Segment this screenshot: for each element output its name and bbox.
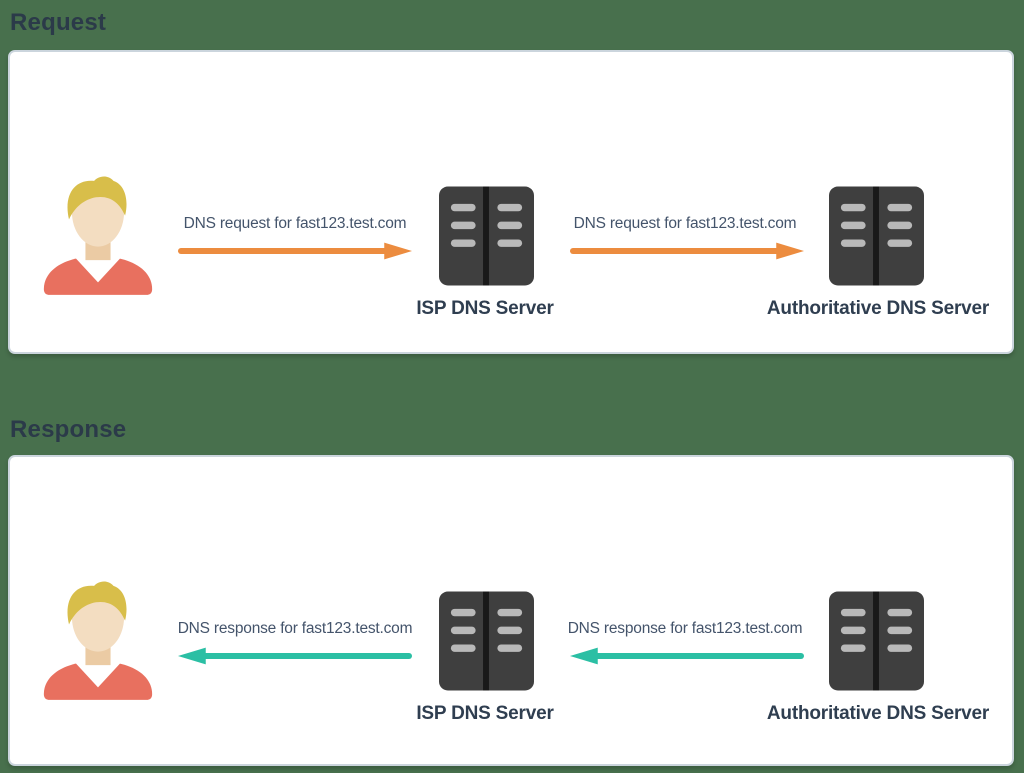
request-section-heading: Request [10,9,107,36]
authoritative-dns-server-icon [829,591,924,691]
request-arrow-user-to-isp-icon [176,241,414,261]
user-icon [40,174,156,296]
authoritative-dns-server-icon [829,186,924,286]
request-arrow-user-to-isp-label: DNS request for fast123.test.com [183,215,407,232]
isp-dns-server-label: ISP DNS Server [416,703,554,724]
isp-dns-server-icon [439,591,534,691]
response-arrow-authoritative-to-isp-label: DNS response for fast123.test.com [567,620,803,637]
response-arrow-authoritative-to-isp-icon [568,646,806,666]
authoritative-dns-server-label: Authoritative DNS Server [766,703,990,724]
request-arrow-isp-to-authoritative-icon [568,241,806,261]
response-section-heading: Response [10,416,127,443]
request-panel-body: DNS request for fast123.test.com [10,52,1012,352]
response-panel: DNS response for fast123.test.com [8,455,1014,766]
user-icon [40,579,156,701]
authoritative-dns-server-label: Authoritative DNS Server [766,298,990,319]
request-panel: DNS request for fast123.test.com [8,50,1014,354]
response-panel-body: DNS response for fast123.test.com [10,457,1012,764]
response-arrow-isp-to-user-label: DNS response for fast123.test.com [177,620,413,637]
isp-dns-server-label: ISP DNS Server [416,298,554,319]
response-arrow-isp-to-user-icon [176,646,414,666]
isp-dns-server-icon [439,186,534,286]
request-arrow-isp-to-authoritative-label: DNS request for fast123.test.com [573,215,797,232]
